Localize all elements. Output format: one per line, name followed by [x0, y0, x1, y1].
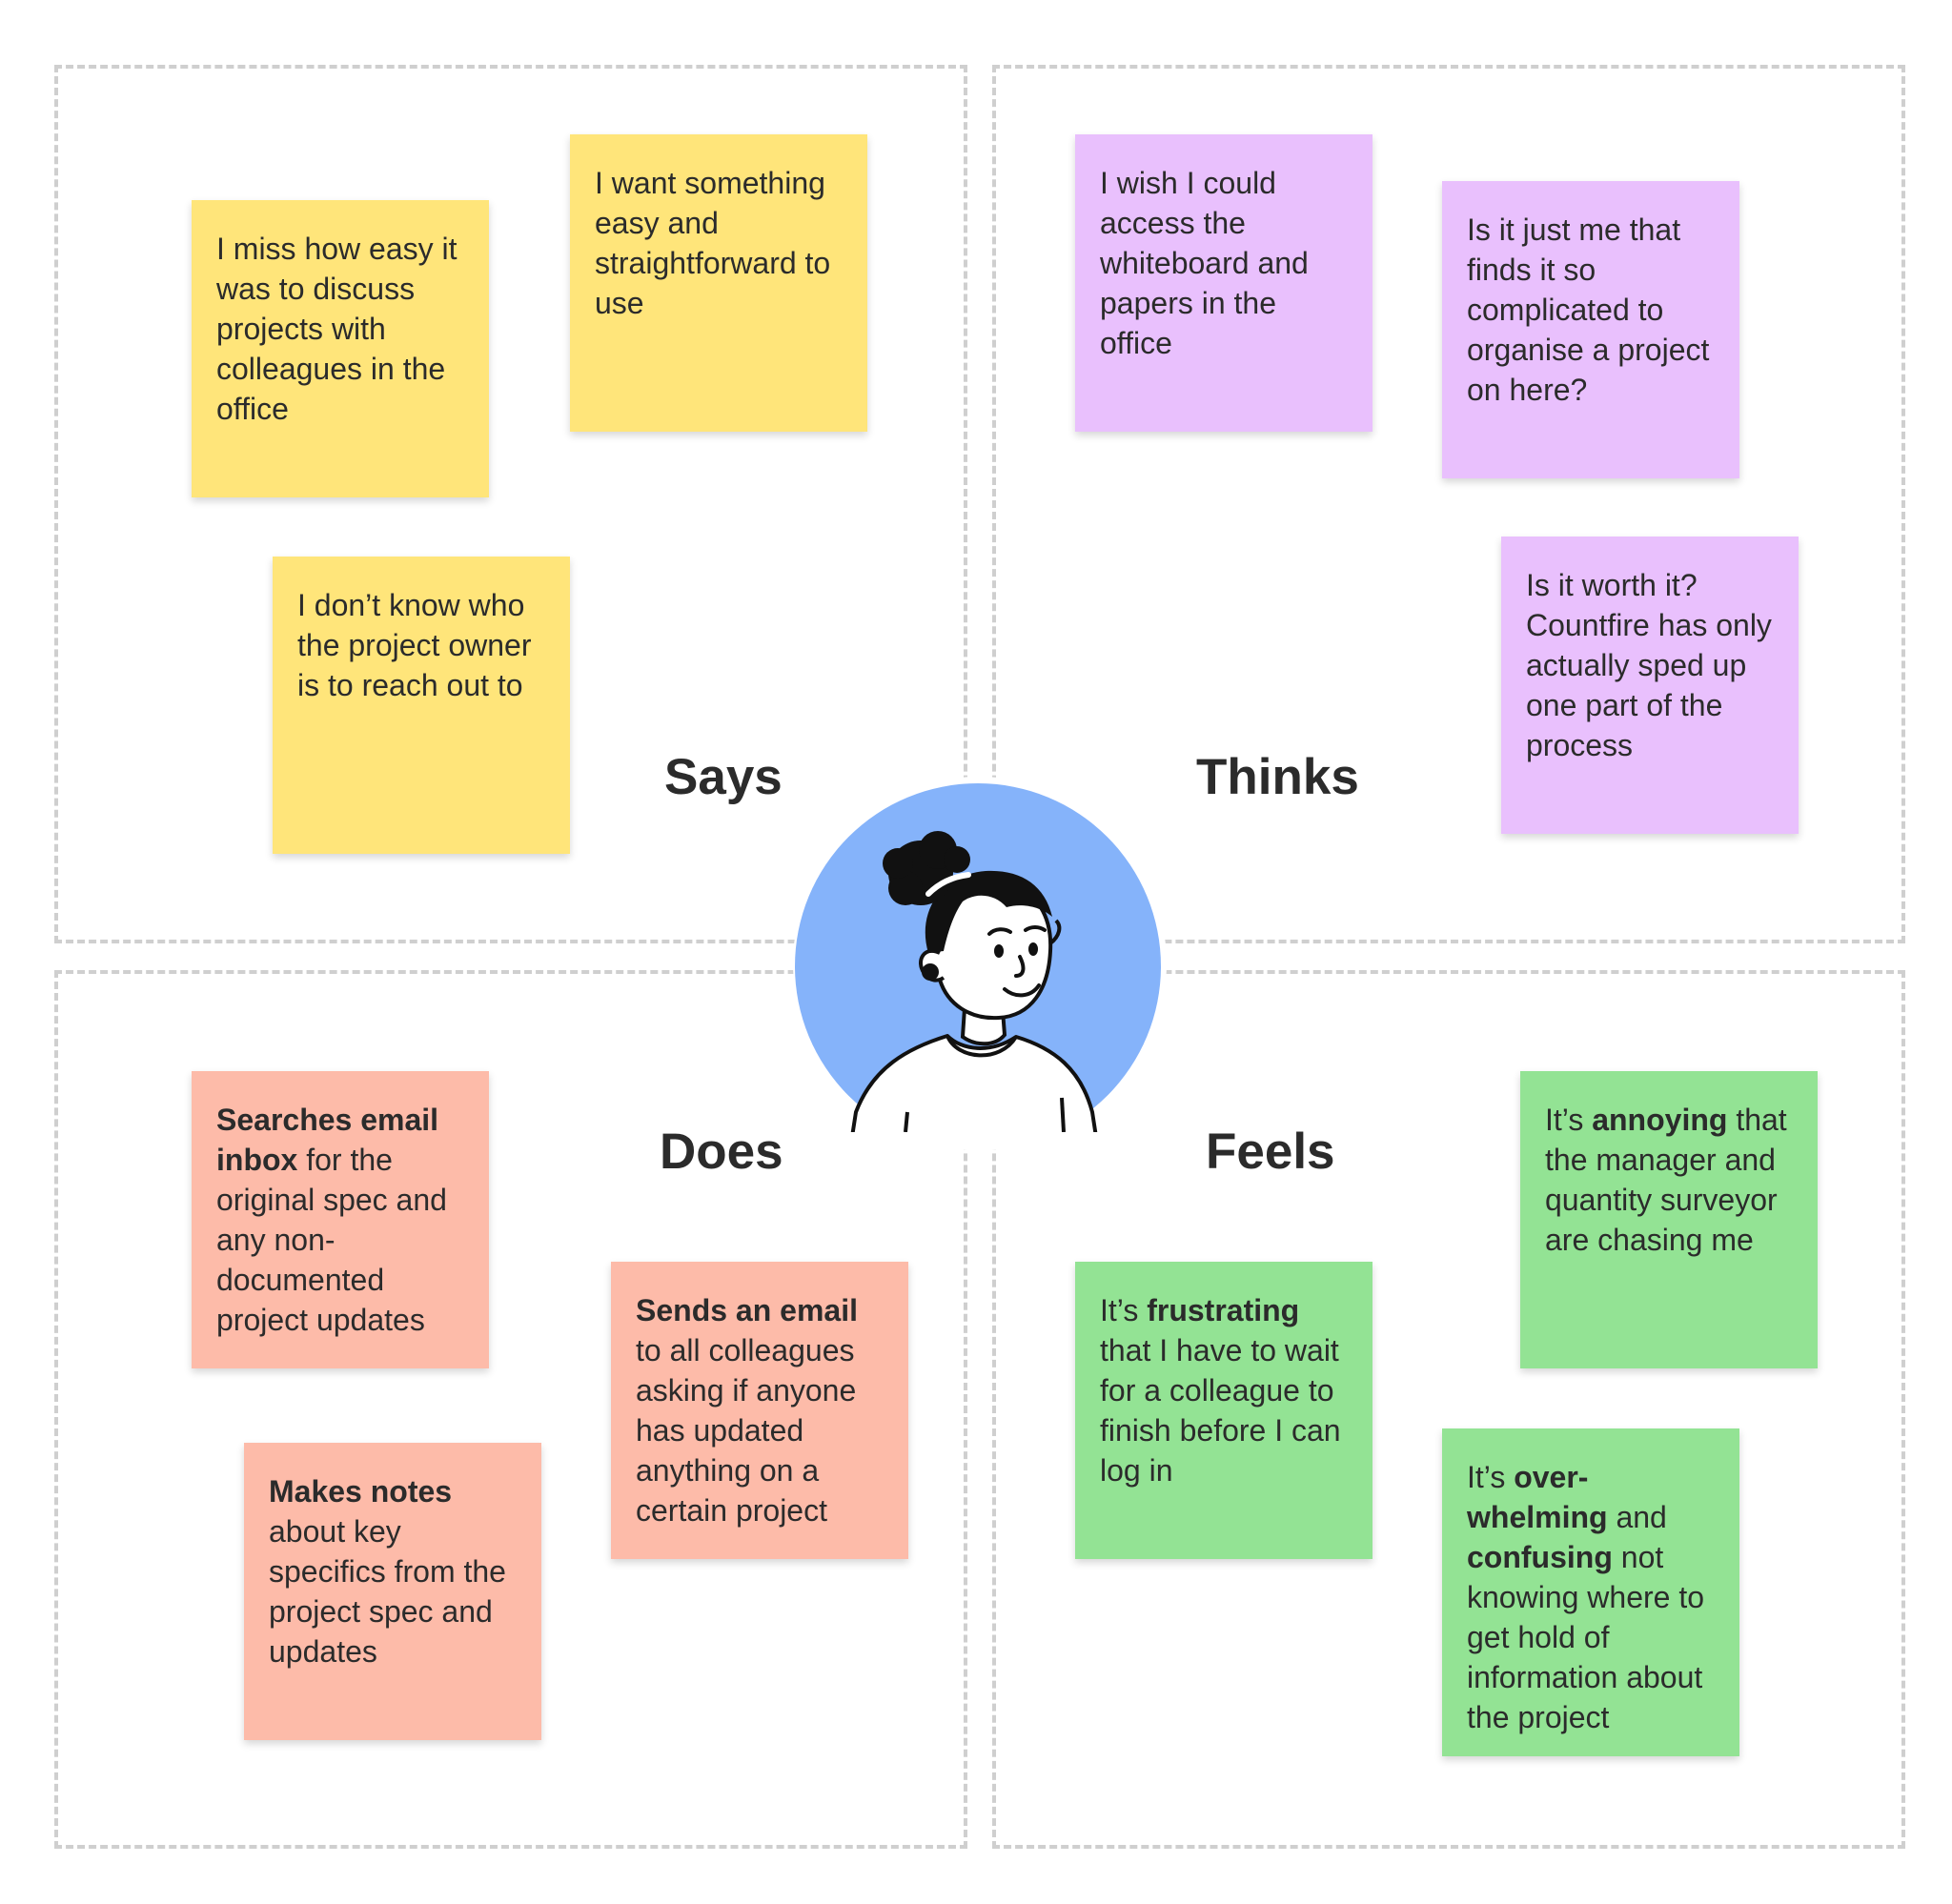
note-text: It’s: [1100, 1293, 1148, 1327]
note-text: It’s: [1467, 1460, 1515, 1494]
sticky-note[interactable]: It’s over-whelming and confusing not kno…: [1442, 1428, 1739, 1756]
sticky-note[interactable]: I don’t know who the project owner is to…: [273, 557, 570, 854]
note-text: that I have to wait for a colleague to f…: [1100, 1333, 1341, 1488]
sticky-note[interactable]: I miss how easy it was to discuss projec…: [192, 200, 489, 497]
note-emphasis: over-whelming: [1467, 1460, 1608, 1534]
note-emphasis: Sends an email: [636, 1293, 858, 1327]
thinks-quadrant: [992, 65, 1905, 943]
note-text: that the manager and quantity surveyor a…: [1545, 1103, 1787, 1257]
sticky-note[interactable]: I want something easy and straightforwar…: [570, 134, 867, 432]
feels-title: Feels: [1206, 1124, 1335, 1180]
note-text: not knowing where to get hold of informa…: [1467, 1540, 1705, 1734]
does-title: Does: [660, 1124, 783, 1180]
note-text: for the original spec and any non-docume…: [216, 1143, 447, 1337]
note-emphasis: frustrating: [1147, 1293, 1300, 1327]
sticky-note[interactable]: Searches email inbox for the original sp…: [192, 1071, 489, 1368]
note-emphasis: annoying: [1592, 1103, 1728, 1137]
thinks-title: Thinks: [1196, 749, 1359, 805]
note-emphasis: Makes notes: [269, 1474, 453, 1509]
sticky-note[interactable]: Is it just me that finds it so complicat…: [1442, 181, 1739, 478]
sticky-note[interactable]: Sends an email to all colleagues asking …: [611, 1262, 908, 1559]
does-quadrant: [54, 970, 967, 1849]
sticky-note[interactable]: I wish I could access the whiteboard and…: [1075, 134, 1372, 432]
note-emphasis: Searches email inbox: [216, 1103, 439, 1177]
note-text: It’s: [1545, 1103, 1593, 1137]
feels-quadrant: [992, 970, 1905, 1849]
note-text: and: [1607, 1500, 1667, 1534]
says-quadrant: [54, 65, 967, 943]
sticky-note[interactable]: Makes notes about key specifics from the…: [244, 1443, 541, 1740]
note-text: to all colleagues asking if anyone has u…: [636, 1333, 857, 1528]
note-text: about key specifics from the project spe…: [269, 1514, 506, 1669]
person-avatar-icon: [795, 783, 1161, 1149]
sticky-note[interactable]: It’s frustrating that I have to wait for…: [1075, 1262, 1372, 1559]
note-emphasis: confusing: [1467, 1540, 1613, 1574]
says-title: Says: [664, 749, 783, 805]
sticky-note[interactable]: Is it worth it? Countfire has only actua…: [1501, 537, 1799, 834]
sticky-note[interactable]: It’s annoying that the manager and quant…: [1520, 1071, 1818, 1368]
